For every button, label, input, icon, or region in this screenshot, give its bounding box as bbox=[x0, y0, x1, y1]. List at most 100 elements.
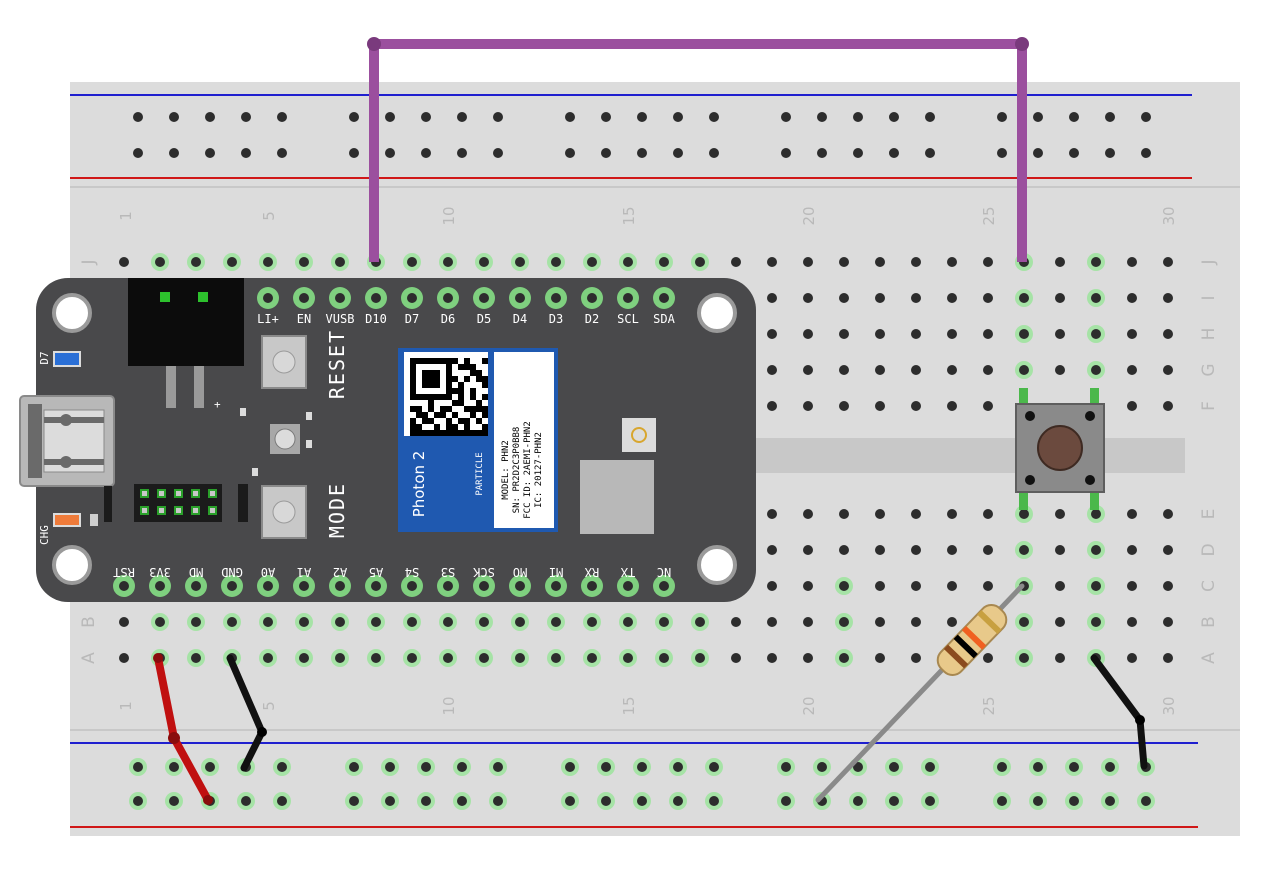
breadboard-hole[interactable] bbox=[1055, 581, 1065, 591]
rail-hole[interactable] bbox=[421, 796, 431, 806]
breadboard-hole[interactable] bbox=[911, 509, 921, 519]
breadboard-hole[interactable] bbox=[1091, 365, 1101, 375]
breadboard-hole[interactable] bbox=[1055, 329, 1065, 339]
breadboard-hole[interactable] bbox=[1055, 293, 1065, 303]
breadboard-hole[interactable] bbox=[983, 257, 993, 267]
breadboard-hole[interactable] bbox=[1163, 365, 1173, 375]
breadboard-hole[interactable] bbox=[983, 581, 993, 591]
rail-hole[interactable] bbox=[1105, 762, 1115, 772]
breadboard-hole[interactable] bbox=[911, 293, 921, 303]
breadboard-hole[interactable] bbox=[767, 653, 777, 663]
breadboard-hole[interactable] bbox=[875, 617, 885, 627]
rail-hole[interactable] bbox=[277, 762, 287, 772]
breadboard-hole[interactable] bbox=[1127, 617, 1137, 627]
breadboard-hole[interactable] bbox=[803, 293, 813, 303]
rail-hole[interactable] bbox=[1141, 112, 1151, 122]
rail-hole[interactable] bbox=[421, 762, 431, 772]
rail-hole[interactable] bbox=[673, 796, 683, 806]
breadboard-hole[interactable] bbox=[551, 653, 561, 663]
breadboard-hole[interactable] bbox=[1163, 545, 1173, 555]
rail-hole[interactable] bbox=[637, 148, 647, 158]
rail-hole[interactable] bbox=[817, 148, 827, 158]
reset-button-cap[interactable] bbox=[272, 350, 296, 374]
rail-hole[interactable] bbox=[673, 762, 683, 772]
breadboard-hole[interactable] bbox=[767, 401, 777, 411]
breadboard-hole[interactable] bbox=[1127, 653, 1137, 663]
breadboard-hole[interactable] bbox=[1127, 401, 1137, 411]
rail-hole[interactable] bbox=[385, 112, 395, 122]
breadboard-hole[interactable] bbox=[1163, 653, 1173, 663]
rail-hole[interactable] bbox=[889, 796, 899, 806]
rail-hole[interactable] bbox=[421, 148, 431, 158]
breadboard-hole[interactable] bbox=[335, 617, 345, 627]
breadboard-hole[interactable] bbox=[875, 365, 885, 375]
breadboard-hole[interactable] bbox=[263, 257, 273, 267]
rail-hole[interactable] bbox=[493, 762, 503, 772]
breadboard-hole[interactable] bbox=[803, 329, 813, 339]
rail-hole[interactable] bbox=[133, 796, 143, 806]
rail-hole[interactable] bbox=[133, 148, 143, 158]
breadboard-hole[interactable] bbox=[1127, 509, 1137, 519]
breadboard-hole[interactable] bbox=[695, 257, 705, 267]
breadboard-hole[interactable] bbox=[1019, 293, 1029, 303]
breadboard-hole[interactable] bbox=[155, 257, 165, 267]
rail-hole[interactable] bbox=[277, 112, 287, 122]
breadboard-hole[interactable] bbox=[911, 581, 921, 591]
rail-hole[interactable] bbox=[1069, 112, 1079, 122]
rail-hole[interactable] bbox=[1033, 148, 1043, 158]
breadboard-hole[interactable] bbox=[1019, 617, 1029, 627]
breadboard-hole[interactable] bbox=[299, 257, 309, 267]
rail-hole[interactable] bbox=[997, 112, 1007, 122]
rail-hole[interactable] bbox=[349, 112, 359, 122]
breadboard-hole[interactable] bbox=[263, 653, 273, 663]
rail-hole[interactable] bbox=[781, 762, 791, 772]
breadboard-hole[interactable] bbox=[947, 329, 957, 339]
breadboard-hole[interactable] bbox=[623, 257, 633, 267]
rail-hole[interactable] bbox=[637, 796, 647, 806]
rail-hole[interactable] bbox=[601, 762, 611, 772]
breadboard-hole[interactable] bbox=[875, 653, 885, 663]
rail-hole[interactable] bbox=[385, 148, 395, 158]
breadboard-hole[interactable] bbox=[947, 581, 957, 591]
breadboard-hole[interactable] bbox=[1019, 509, 1029, 519]
breadboard-hole[interactable] bbox=[407, 653, 417, 663]
rail-hole[interactable] bbox=[673, 112, 683, 122]
breadboard-hole[interactable] bbox=[1163, 293, 1173, 303]
rail-hole[interactable] bbox=[853, 112, 863, 122]
breadboard-hole[interactable] bbox=[983, 509, 993, 519]
pushbutton-cap[interactable] bbox=[1037, 425, 1083, 471]
rail-hole[interactable] bbox=[1033, 112, 1043, 122]
breadboard-hole[interactable] bbox=[1127, 257, 1137, 267]
breadboard-hole[interactable] bbox=[1163, 329, 1173, 339]
rail-hole[interactable] bbox=[709, 796, 719, 806]
breadboard-hole[interactable] bbox=[623, 653, 633, 663]
breadboard-hole[interactable] bbox=[983, 653, 993, 663]
breadboard-hole[interactable] bbox=[911, 257, 921, 267]
breadboard-hole[interactable] bbox=[839, 401, 849, 411]
breadboard-hole[interactable] bbox=[1055, 509, 1065, 519]
breadboard-hole[interactable] bbox=[731, 257, 741, 267]
rail-hole[interactable] bbox=[1069, 762, 1079, 772]
breadboard-hole[interactable] bbox=[983, 545, 993, 555]
breadboard-hole[interactable] bbox=[803, 617, 813, 627]
breadboard-hole[interactable] bbox=[767, 293, 777, 303]
rail-hole[interactable] bbox=[853, 148, 863, 158]
rail-hole[interactable] bbox=[925, 112, 935, 122]
rail-hole[interactable] bbox=[925, 762, 935, 772]
breadboard-hole[interactable] bbox=[1055, 617, 1065, 627]
breadboard-hole[interactable] bbox=[803, 257, 813, 267]
breadboard-hole[interactable] bbox=[587, 653, 597, 663]
rail-hole[interactable] bbox=[241, 112, 251, 122]
breadboard-hole[interactable] bbox=[875, 293, 885, 303]
breadboard-hole[interactable] bbox=[875, 509, 885, 519]
breadboard-hole[interactable] bbox=[1163, 581, 1173, 591]
breadboard-hole[interactable] bbox=[803, 581, 813, 591]
breadboard-hole[interactable] bbox=[1127, 329, 1137, 339]
breadboard-hole[interactable] bbox=[911, 365, 921, 375]
breadboard-hole[interactable] bbox=[911, 329, 921, 339]
breadboard-hole[interactable] bbox=[191, 617, 201, 627]
breadboard-hole[interactable] bbox=[911, 545, 921, 555]
rail-hole[interactable] bbox=[457, 762, 467, 772]
breadboard-hole[interactable] bbox=[551, 257, 561, 267]
rail-hole[interactable] bbox=[1033, 796, 1043, 806]
